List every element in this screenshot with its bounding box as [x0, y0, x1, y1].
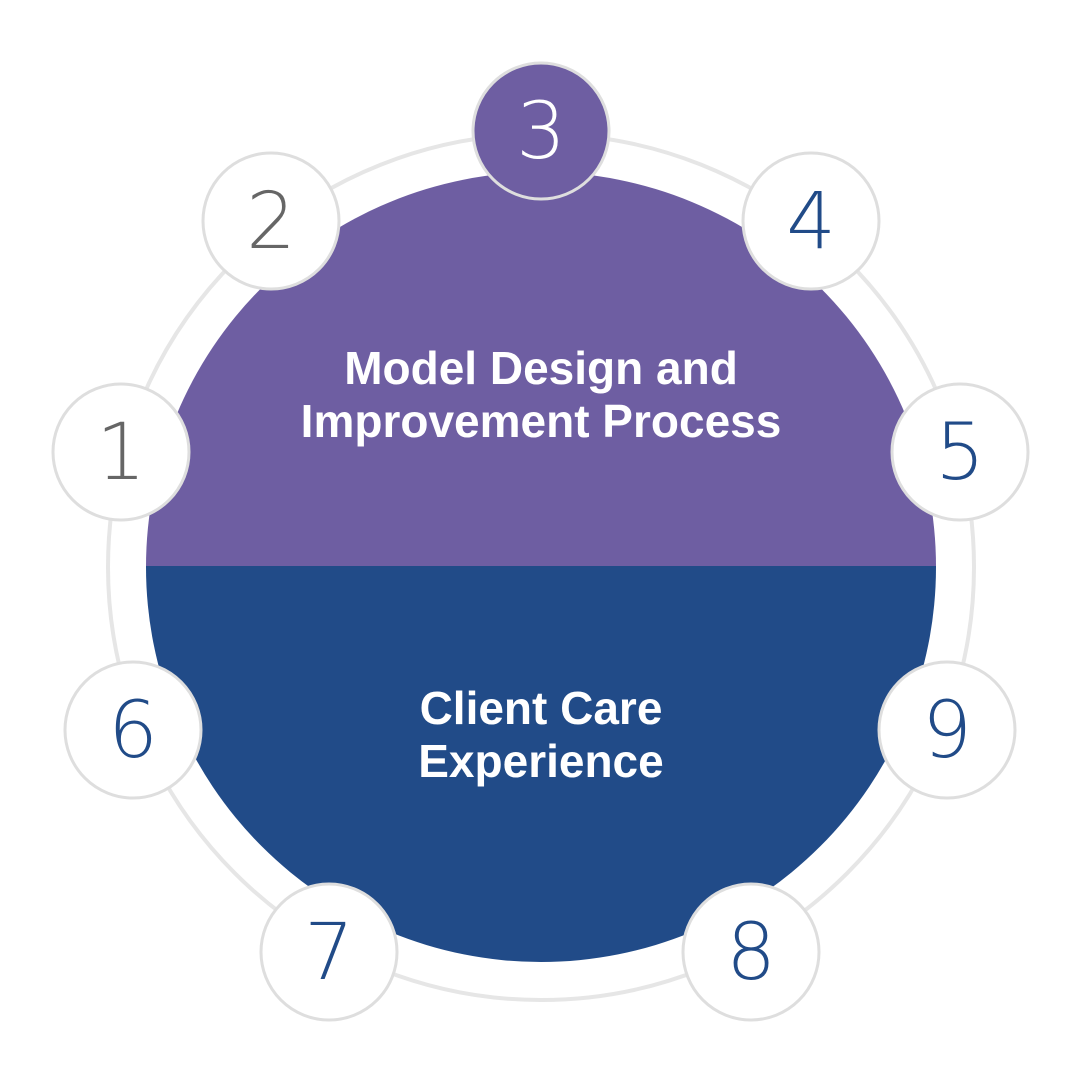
node-6: 6	[63, 660, 203, 800]
node-8: 8	[681, 882, 821, 1022]
node-8-number: 8	[726, 908, 776, 998]
node-7-number: 7	[304, 908, 354, 998]
node-7: 7	[259, 882, 399, 1022]
bottom-section-title-line-2: Experience	[418, 735, 663, 787]
node-9: 9	[877, 660, 1017, 800]
node-1-number: 1	[96, 408, 146, 498]
node-6-number: 6	[108, 686, 158, 776]
node-5-number: 5	[935, 408, 985, 498]
bottom-section-title-line-1: Client Care	[420, 682, 663, 734]
node-3: 3	[471, 61, 611, 201]
top-section-title-line-2: Improvement Process	[301, 395, 782, 447]
node-2: 2	[201, 151, 341, 291]
node-5: 5	[890, 382, 1030, 522]
node-1: 1	[51, 382, 191, 522]
node-4: 4	[741, 151, 881, 291]
node-2-number: 2	[246, 177, 296, 267]
node-4-number: 4	[786, 177, 836, 267]
node-9-number: 9	[922, 686, 972, 776]
top-section-title-line-1: Model Design and	[344, 342, 738, 394]
node-3-number: 3	[516, 87, 566, 177]
